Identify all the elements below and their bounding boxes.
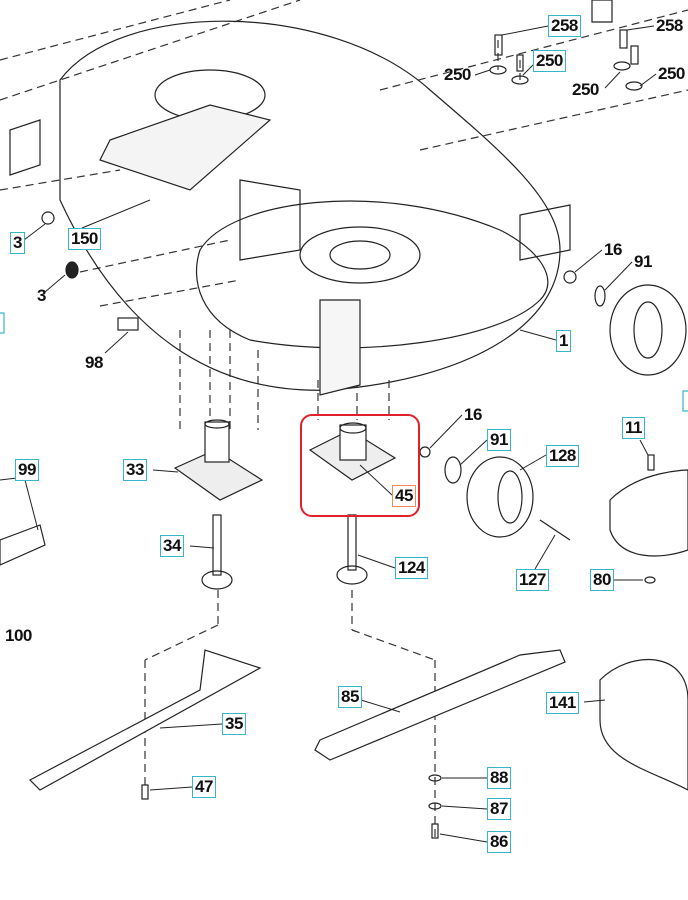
bolts-washers <box>41 0 643 331</box>
callout-91: 91 <box>634 252 652 271</box>
callout-16: 16 <box>604 240 622 259</box>
callout-250: 250 <box>572 80 599 99</box>
callout-11[interactable]: 11 <box>622 417 645 439</box>
deck-housing <box>9 20 571 396</box>
partial-callout-right <box>682 390 688 412</box>
callout-127[interactable]: 127 <box>516 569 549 591</box>
callout-99[interactable]: 99 <box>15 459 39 481</box>
callout-258: 258 <box>656 16 683 35</box>
callout-250: 250 <box>444 65 471 84</box>
callout-100: 100 <box>5 626 32 645</box>
callout-88[interactable]: 88 <box>487 767 511 789</box>
callout-1[interactable]: 1 <box>556 330 571 352</box>
callout-250[interactable]: 250 <box>533 50 566 72</box>
selected-part-highlight <box>300 414 420 517</box>
callout-141[interactable]: 141 <box>546 692 579 714</box>
callout-3: 3 <box>37 286 46 305</box>
callout-250: 250 <box>658 64 685 83</box>
blades <box>0 524 566 791</box>
callout-98: 98 <box>85 353 103 372</box>
callout-35[interactable]: 35 <box>222 713 246 735</box>
callout-86[interactable]: 86 <box>487 831 511 853</box>
callout-150[interactable]: 150 <box>68 228 101 250</box>
callout-3[interactable]: 3 <box>10 232 25 254</box>
callout-45-selected[interactable]: 45 <box>392 485 416 507</box>
partial-callout-left <box>0 312 5 334</box>
callout-80[interactable]: 80 <box>590 569 614 591</box>
callout-16: 16 <box>464 405 482 424</box>
callout-34[interactable]: 34 <box>160 535 184 557</box>
callout-128[interactable]: 128 <box>546 445 579 467</box>
callout-33[interactable]: 33 <box>123 459 147 481</box>
callout-85[interactable]: 85 <box>338 686 362 708</box>
callout-91[interactable]: 91 <box>487 429 511 451</box>
blade-bolts <box>141 454 656 839</box>
assembly-lines <box>0 0 688 840</box>
spindle-assemblies <box>173 419 397 590</box>
leader-lines <box>0 25 657 843</box>
callout-87[interactable]: 87 <box>487 798 511 820</box>
callout-124[interactable]: 124 <box>395 557 428 579</box>
callout-47[interactable]: 47 <box>192 776 216 798</box>
callout-258[interactable]: 258 <box>548 15 581 37</box>
